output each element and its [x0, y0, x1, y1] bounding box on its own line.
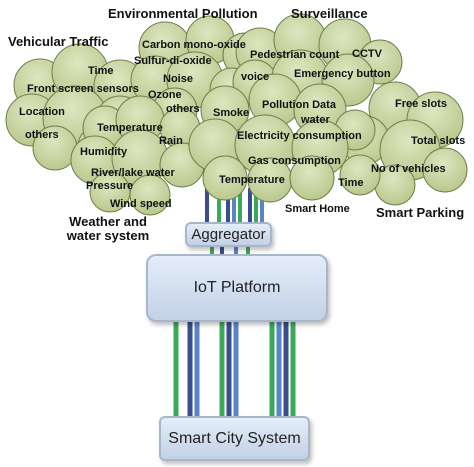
- heading-smart-home: Smart Home: [285, 203, 350, 215]
- cloud-smart-home: [188, 73, 376, 203]
- aggregator-box: Aggregator: [185, 222, 272, 247]
- surveillance-item: Pedestrian count: [250, 49, 340, 61]
- smart-home-item: Temperature: [219, 174, 285, 186]
- weather-item: Temperature: [97, 122, 163, 134]
- lower-wire-bundle: [173, 322, 296, 418]
- weather-item: Wind speed: [110, 198, 172, 210]
- parking-item: Free slots: [395, 98, 447, 110]
- aggregator-label: Aggregator: [191, 226, 266, 243]
- parking-item: Time: [338, 177, 364, 189]
- weather-item: Rain: [159, 135, 183, 147]
- surveillance-item: voice: [241, 71, 270, 83]
- smart-home-item: water: [301, 114, 330, 126]
- vehicular-item: Time: [88, 65, 114, 77]
- vehicular-item: Location: [19, 106, 65, 118]
- surveillance-item: Emergency button: [294, 68, 391, 80]
- weather-item: River/lake water: [91, 167, 175, 179]
- environmental-item: Carbon mono-oxide: [142, 39, 246, 51]
- environmental-item: Noise: [163, 73, 193, 85]
- heading-environmental-pollution: Environmental Pollution: [108, 6, 258, 21]
- smart-home-item: Gas consumption: [248, 155, 341, 167]
- smart-city-system-box: Smart City System: [159, 416, 310, 461]
- smart-home-item: Smoke: [213, 107, 250, 119]
- parking-item: Total slots: [411, 135, 466, 147]
- parking-item: No of vehicles: [371, 163, 446, 175]
- surveillance-item: CCTV: [352, 48, 382, 60]
- weather-item: Humidity: [80, 146, 128, 158]
- vehicular-item: others: [25, 129, 59, 141]
- heading-surveillance: Surveillance: [291, 6, 368, 21]
- environmental-item: others: [166, 103, 200, 115]
- iot-platform-label: IoT Platform: [193, 279, 281, 296]
- iot-platform-box: IoT Platform: [146, 254, 328, 322]
- smart-home-item: Pollution Data: [262, 99, 336, 111]
- environmental-item: Ozone: [148, 89, 182, 101]
- heading-weather-water: Weather and water system: [66, 214, 150, 244]
- vehicular-item: Front screen sensors: [27, 83, 139, 95]
- cloud-smart-parking: [339, 81, 468, 206]
- heading-smart-parking: Smart Parking: [376, 205, 465, 220]
- smart-city-system-label: Smart City System: [168, 429, 301, 447]
- weather-item: Pressure: [86, 180, 134, 192]
- smart-home-item: Electricity consumption: [237, 130, 362, 142]
- heading-vehicular-traffic: Vehicular Traffic: [8, 34, 109, 49]
- environmental-item: Sulfur-di-oxide: [134, 55, 212, 67]
